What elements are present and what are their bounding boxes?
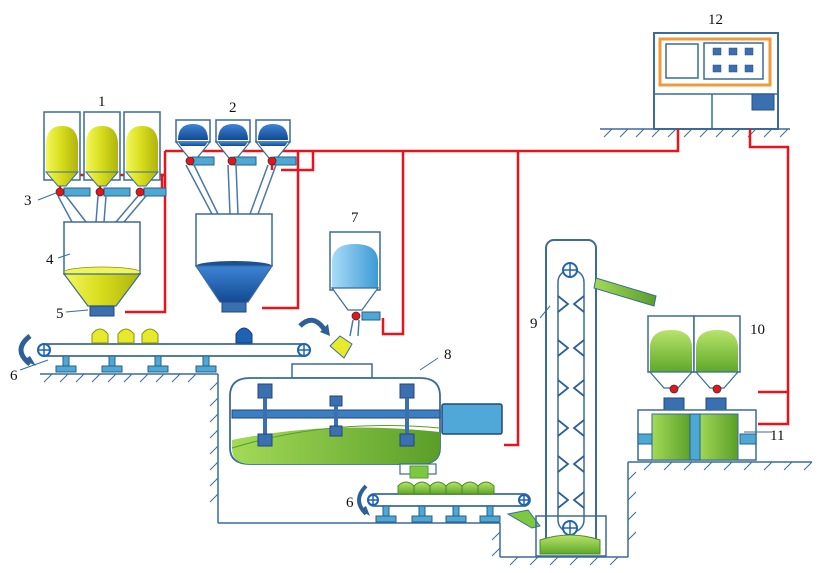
label-4: 4 xyxy=(46,252,54,268)
label-3: 3 xyxy=(24,193,32,209)
discharge-chute xyxy=(593,277,657,307)
conveyor-roller-right xyxy=(297,343,311,357)
conveyor-roller-left xyxy=(37,343,51,357)
leader-lines xyxy=(19,192,772,433)
mixer-motor xyxy=(441,403,503,435)
blue-hopper-group xyxy=(174,119,297,215)
label-8: 8 xyxy=(444,347,452,363)
green-product-pieces xyxy=(397,481,495,495)
tipping-bucket xyxy=(329,335,353,359)
label-6-bottom: 6 xyxy=(346,495,354,511)
blue-weigh-hopper xyxy=(194,213,274,313)
label-11: 11 xyxy=(770,428,784,444)
label-7: 7 xyxy=(351,210,359,226)
additive-hopper xyxy=(329,231,381,337)
control-lines xyxy=(56,129,790,447)
blue-hopper xyxy=(214,119,252,159)
label-6-top: 6 xyxy=(10,368,18,384)
label-9: 9 xyxy=(530,316,538,332)
blue-hopper xyxy=(174,119,212,159)
label-12: 12 xyxy=(708,12,723,28)
control-panel xyxy=(600,32,790,138)
storage-silos xyxy=(647,315,741,394)
yellow-weigh-hopper xyxy=(62,221,142,317)
elevator-buckets xyxy=(557,295,585,509)
label-2: 2 xyxy=(229,100,237,116)
conveyor-bottom xyxy=(357,481,541,529)
bucket-elevator xyxy=(535,239,657,557)
feeder-valves-blue xyxy=(185,156,297,166)
feeder-valves-yellow xyxy=(55,187,167,197)
ground-left xyxy=(40,373,813,566)
blue-hopper xyxy=(254,119,292,159)
panel-buttons xyxy=(712,47,754,73)
part-labels: 1 2 3 4 5 6 6 7 8 9 10 11 12 xyxy=(10,12,784,511)
conveyor-top xyxy=(18,317,353,373)
blue-batch-piece xyxy=(235,327,253,344)
packing-machines xyxy=(637,397,757,461)
main-mixer xyxy=(229,363,503,479)
chute xyxy=(506,509,541,529)
yellow-hopper xyxy=(123,111,161,187)
yellow-batch-pieces xyxy=(91,328,159,344)
yellow-hopper xyxy=(43,111,81,187)
yellow-hopper xyxy=(83,111,121,187)
label-5: 5 xyxy=(56,306,64,322)
yellow-hopper-group xyxy=(43,111,167,223)
label-10: 10 xyxy=(750,322,765,338)
label-1: 1 xyxy=(98,94,106,110)
